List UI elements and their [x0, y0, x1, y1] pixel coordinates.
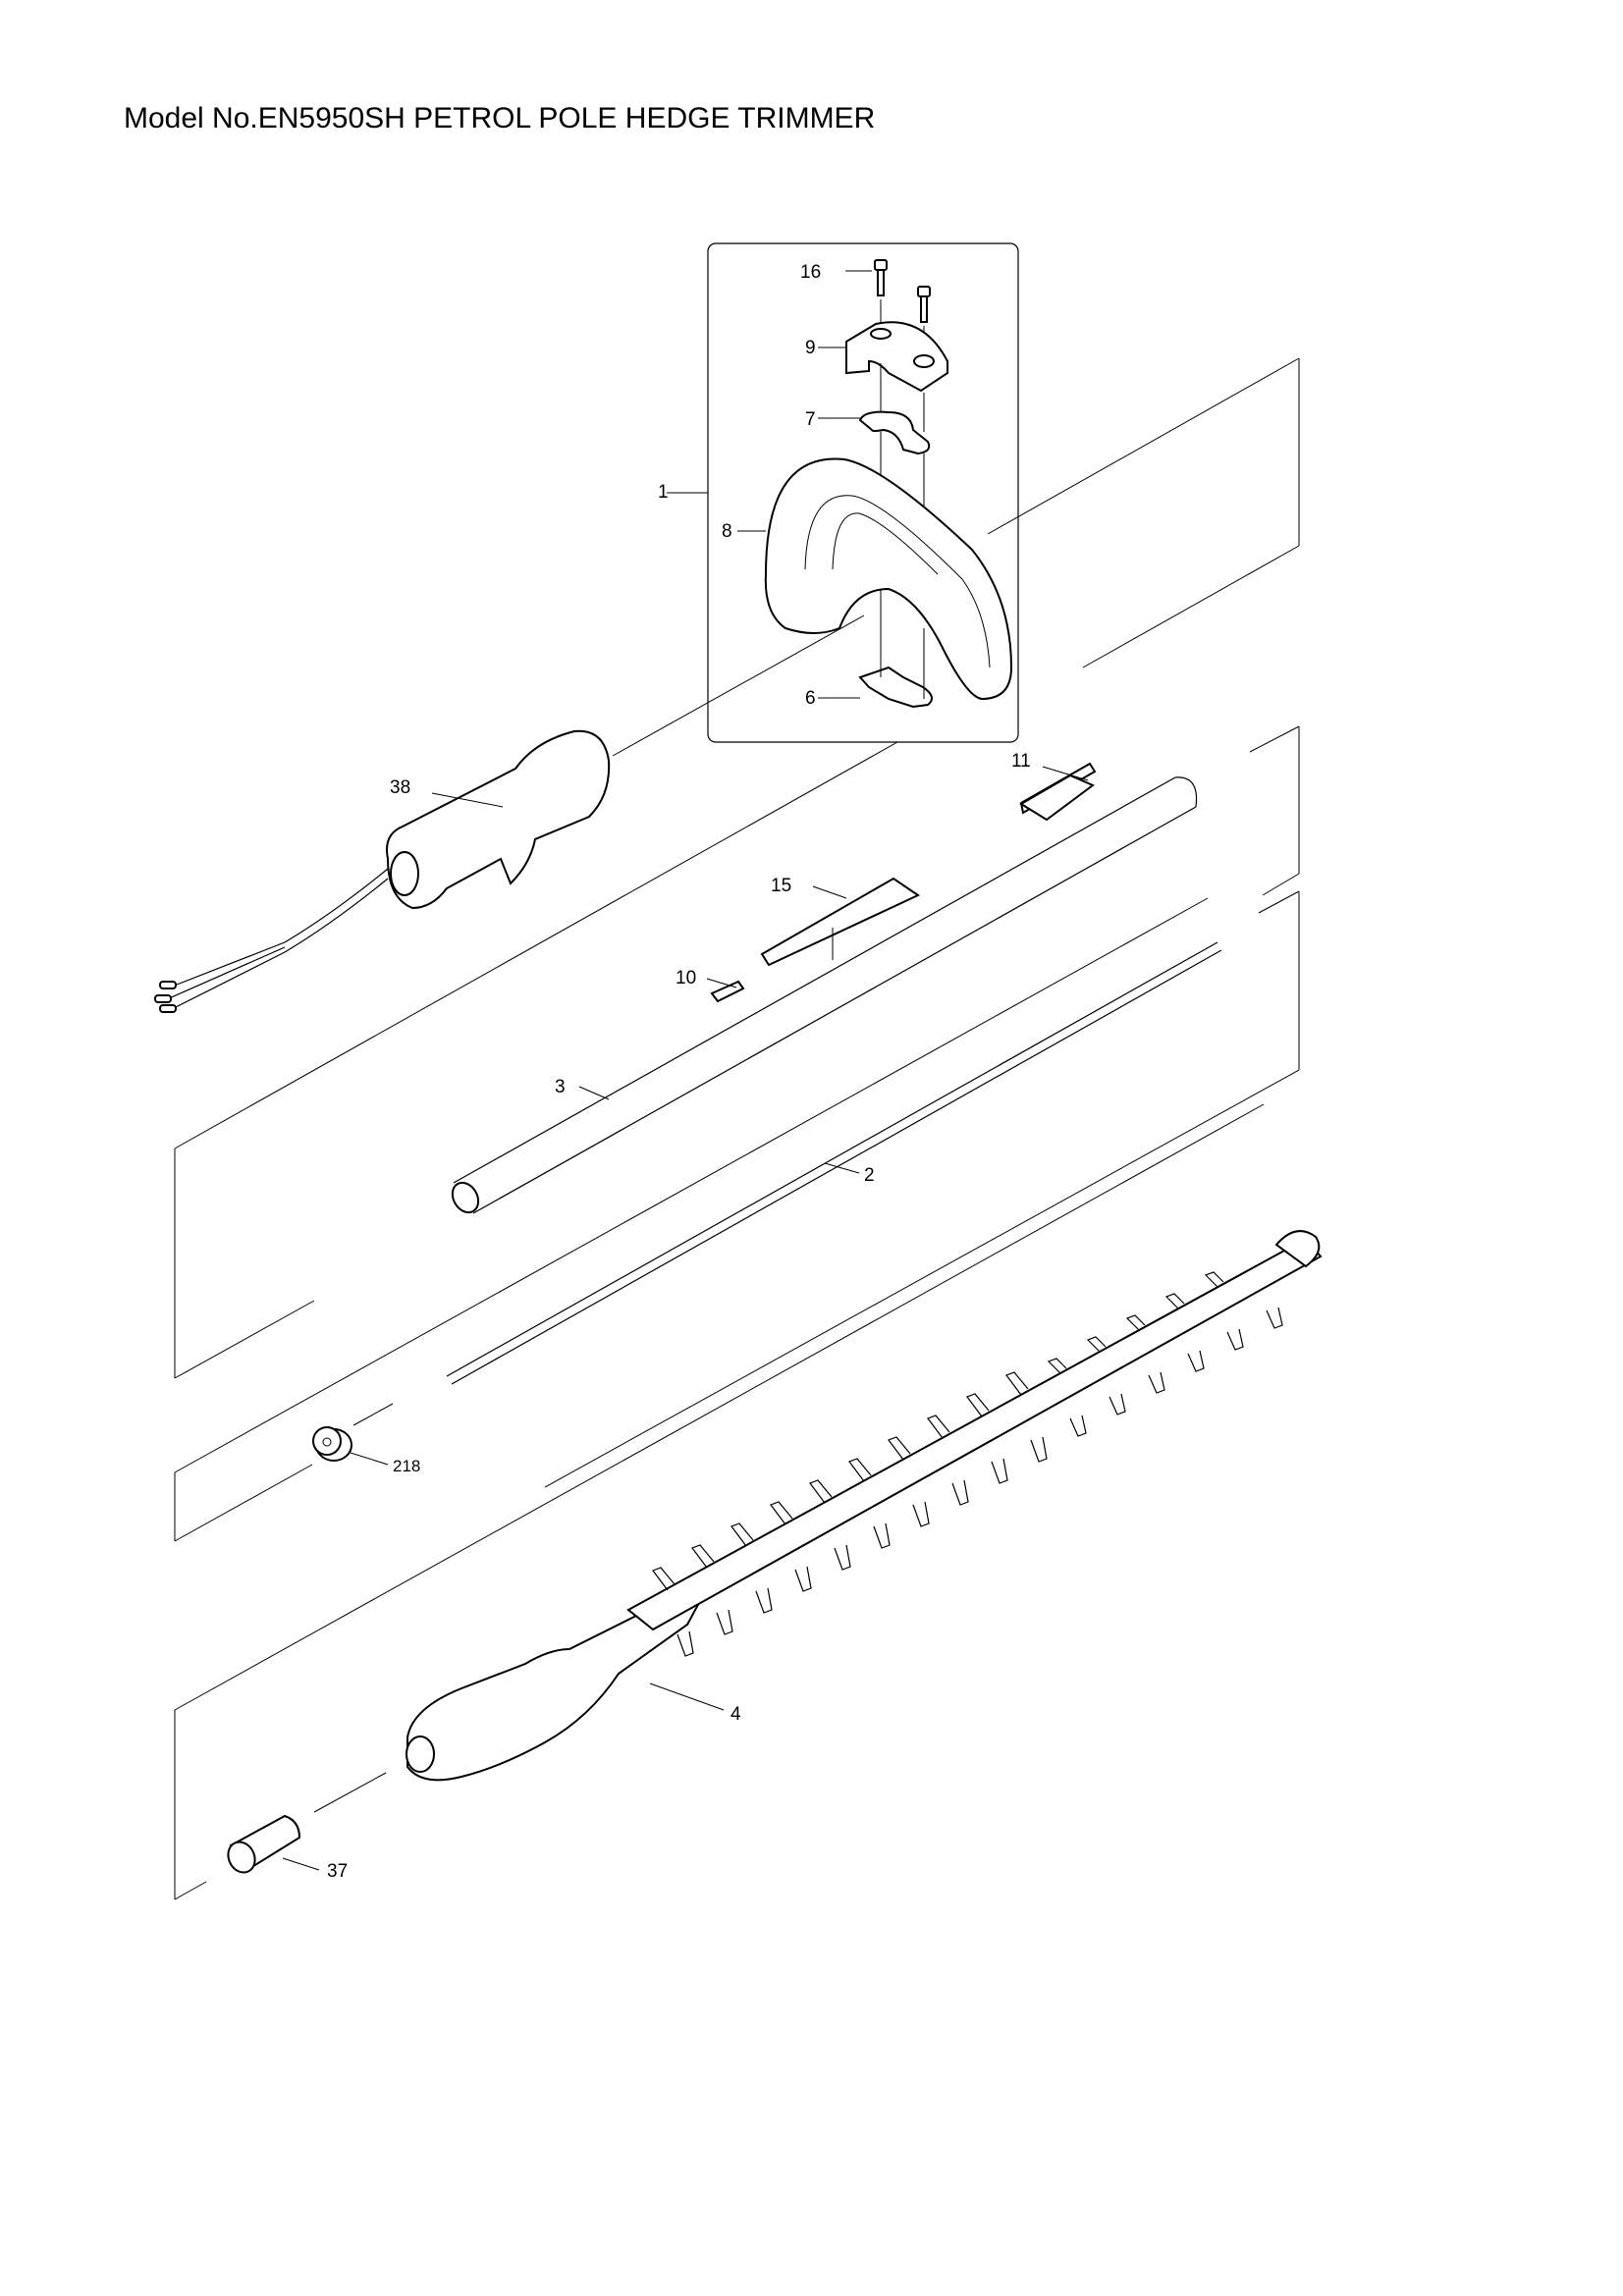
label-part-11-strip	[1019, 774, 1095, 822]
bushing-part-218	[312, 1426, 352, 1462]
callout-7: 7	[805, 409, 816, 430]
callout-10: 10	[676, 968, 697, 988]
page-title: Model No.EN5950SH PETROL POLE HEDGE TRIM…	[124, 102, 876, 134]
frame-lines-upper	[174, 357, 1300, 1379]
callout-2: 2	[864, 1165, 875, 1186]
shaft-pipe-part-3	[451, 776, 1198, 1214]
frame-lines-lower	[174, 890, 1300, 1900]
hedge-trimmer-head-part-4	[406, 1230, 1323, 1782]
callout-4: 4	[730, 1704, 741, 1725]
label-part-15	[760, 877, 921, 967]
callout-1: 1	[658, 482, 669, 503]
callout-15: 15	[771, 876, 792, 896]
callout-38: 38	[390, 777, 411, 798]
frame-lines-middle	[174, 725, 1300, 1473]
blade-teeth	[652, 1271, 1283, 1657]
loop-handle-part-8	[764, 457, 1013, 701]
callout-8: 8	[722, 521, 732, 542]
handle-clamp-part-6	[858, 666, 933, 709]
sleeve-part-37	[227, 1814, 301, 1874]
callout-3: 3	[555, 1077, 566, 1097]
handle-clamp-part-7	[858, 410, 931, 455]
callout-16: 16	[800, 262, 822, 283]
callout-9: 9	[805, 338, 816, 358]
throttle-grip-part-38	[154, 729, 611, 1013]
callout-11: 11	[1011, 751, 1031, 772]
drive-shaft-part-2	[446, 941, 1222, 1385]
callout-37: 37	[327, 1861, 349, 1882]
leader-lines	[282, 270, 1089, 1871]
callout-218: 218	[393, 1457, 421, 1475]
handle-cover-part-9	[845, 321, 948, 393]
bolt-part-16	[874, 259, 931, 363]
callout-6: 6	[805, 688, 816, 709]
